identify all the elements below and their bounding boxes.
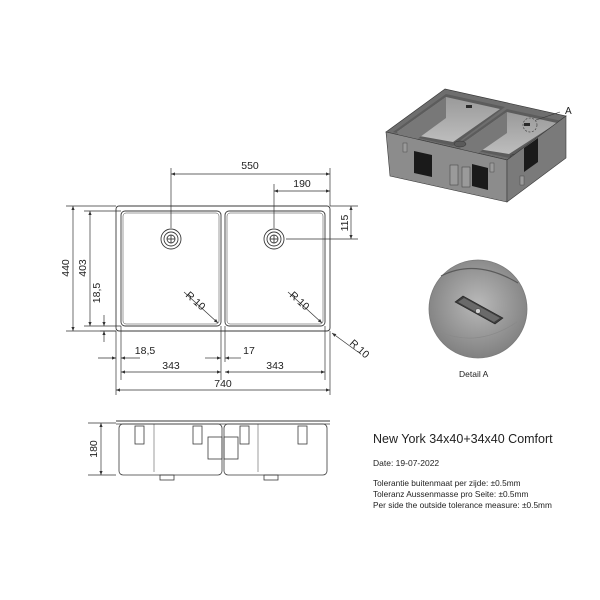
drawing-date: Date: 19-07-2022	[373, 458, 440, 468]
dim-18-5-horizontal: 18,5	[135, 345, 156, 357]
isometric-sink-view	[385, 88, 567, 203]
tolerance-nl: Tolerantie buitenmaat per zijde: ±0.5mm	[373, 478, 521, 488]
dim-18-5-vertical: 18,5	[91, 283, 103, 304]
left-drain	[160, 228, 182, 250]
detail-a-label: Detail A	[459, 369, 489, 379]
dim-440: 440	[60, 259, 72, 277]
tolerance-de: Toleranz Aussenmasse pro Seite: ±0.5mm	[373, 489, 529, 499]
dim-343-left: 343	[162, 360, 180, 372]
product-title: New York 34x40+34x40 Comfort	[373, 432, 553, 446]
dim-180: 180	[88, 440, 100, 458]
radius-left-label: R 10	[183, 289, 208, 313]
dim-115: 115	[339, 214, 351, 231]
radius-outer-label: R 10	[347, 337, 372, 361]
dim-740: 740	[214, 378, 232, 390]
dim-550: 550	[241, 160, 259, 172]
tolerance-en: Per side the outside tolerance measure: …	[373, 500, 552, 510]
front-view	[116, 420, 330, 481]
plan-view	[115, 205, 331, 332]
left-basin	[120, 210, 222, 327]
sink-outline	[115, 205, 331, 332]
dim-17: 17	[243, 345, 255, 357]
right-drain	[263, 228, 285, 250]
right-basin	[224, 210, 326, 327]
dim-343-right: 343	[266, 360, 284, 372]
title-block: New York 34x40+34x40 Comfort Date: 19-07…	[373, 432, 598, 511]
callout-a-label: A	[565, 106, 572, 117]
dim-190: 190	[293, 178, 311, 190]
dimension-lines	[66, 168, 359, 476]
detail-a-view	[428, 259, 528, 359]
dim-403: 403	[77, 259, 89, 277]
radius-right-label: R 10	[287, 289, 312, 313]
